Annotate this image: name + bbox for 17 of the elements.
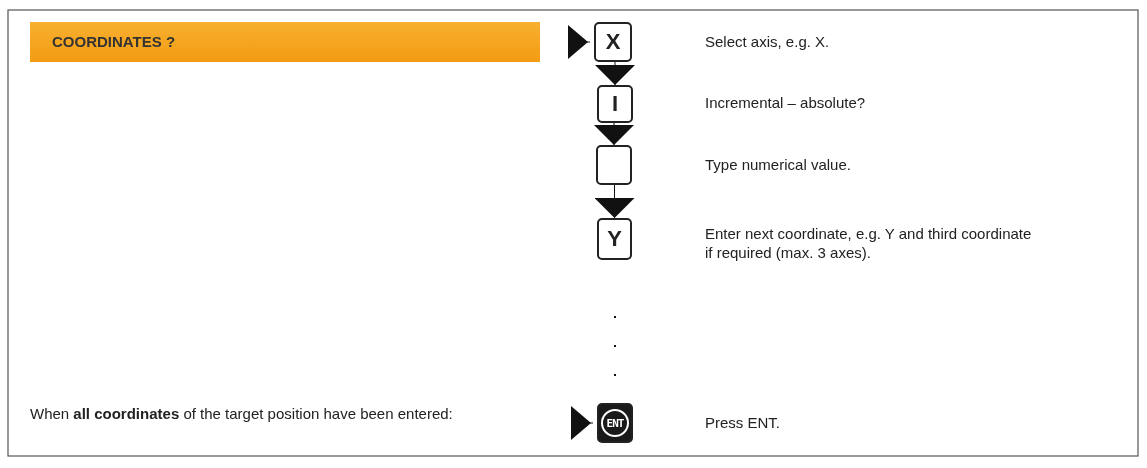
step-description: Press ENT. [705,413,781,432]
key: I [597,85,633,123]
step-description: Select axis, e.g. X. [705,32,831,51]
step-description: Enter next coordinate, e.g. Y and third coordinate if required (max. 3 axes). [705,224,1033,262]
step-description: Type numerical value. [705,155,852,174]
arrow [594,122,634,146]
key: ENT [597,403,633,443]
step-description: Incremental – absolute? [705,93,867,112]
key: Y [597,218,632,260]
arrow [568,25,591,59]
blank-key [596,145,632,185]
arrow [595,61,635,86]
key: X [594,22,632,62]
arrow [594,184,635,219]
instruction-text: When all coordinates of the target position have been entered: [30,404,520,446]
prompt-bar: COORDINATES ? [30,22,540,62]
arrow [571,406,594,440]
